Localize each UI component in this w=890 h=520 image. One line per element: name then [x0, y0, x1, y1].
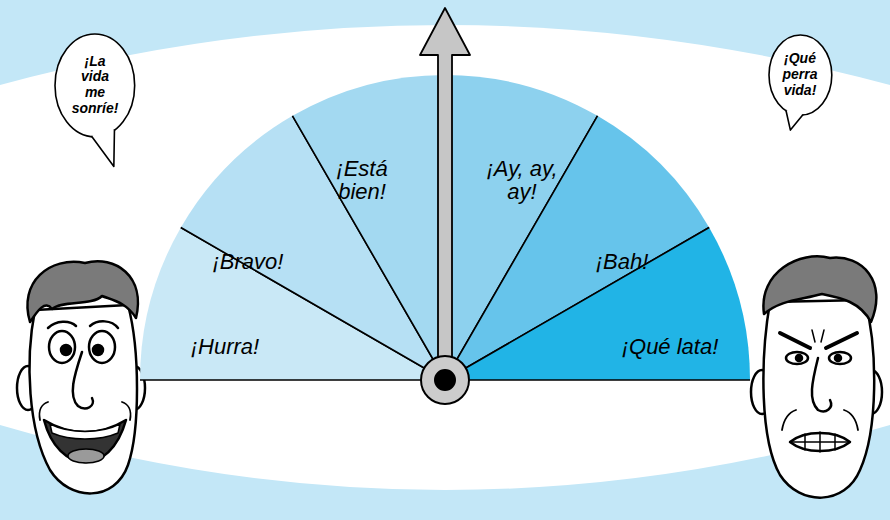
sector-label: ¡Qué lata! [622, 335, 719, 358]
angry-face [844, 410, 858, 430]
sector-label: ¡Bah! [596, 250, 649, 273]
angry-face [782, 410, 796, 430]
speech-text: ¡Qué perra vida! [782, 51, 817, 98]
angry-face [812, 330, 824, 342]
happy-face [50, 424, 120, 439]
sector-divider [293, 75, 446, 380]
angry-face [826, 333, 857, 348]
sector-label: ¡Ay, ay, ay! [477, 157, 567, 203]
happy-face [89, 331, 115, 363]
sector-label: ¡Hurra! [191, 335, 259, 358]
angry-face [790, 432, 850, 452]
happy-face [27, 261, 137, 322]
speech-bubble: ¡La vida me sonríe! [55, 34, 135, 137]
sector-divider [445, 228, 750, 381]
angry-face [790, 433, 850, 451]
bubble-tail [92, 129, 115, 166]
happy-face [93, 345, 103, 355]
sector-fill [293, 75, 446, 380]
sector-label: ¡Bravo! [213, 250, 284, 273]
needle-arrow [420, 8, 470, 370]
angry-face [812, 358, 831, 411]
bubble-ellipse [769, 35, 832, 115]
happy-face [48, 322, 76, 328]
happy-face [68, 449, 104, 463]
needle-arrow [420, 8, 470, 370]
bubble-tail [785, 110, 802, 130]
angry-face [751, 256, 882, 497]
happy-face [17, 261, 145, 493]
happy-face [61, 345, 71, 355]
needle-hub [421, 356, 469, 404]
happy-face [39, 402, 48, 420]
angry-face [763, 300, 874, 498]
happy-face [73, 352, 93, 408]
angry-face [786, 352, 808, 364]
bubble-tail [785, 110, 802, 130]
angry-face [796, 355, 802, 361]
bubble-ellipse [55, 34, 135, 137]
sector-label: ¡Está bien! [322, 157, 402, 203]
needle-hub [421, 356, 469, 404]
happy-face [90, 321, 118, 328]
angry-face [763, 256, 876, 322]
needle-hub [435, 370, 455, 390]
angry-face [829, 352, 851, 364]
happy-face [44, 420, 126, 462]
happy-face [49, 331, 75, 363]
bubble-tail [92, 129, 115, 166]
speech-text: ¡La vida me sonríe! [72, 54, 119, 117]
happy-face [30, 305, 137, 493]
happy-face [122, 402, 131, 420]
angry-face [780, 333, 810, 348]
sector-fill [445, 228, 750, 381]
angry-face [835, 355, 841, 361]
speech-bubble: ¡Qué perra vida! [769, 35, 832, 115]
